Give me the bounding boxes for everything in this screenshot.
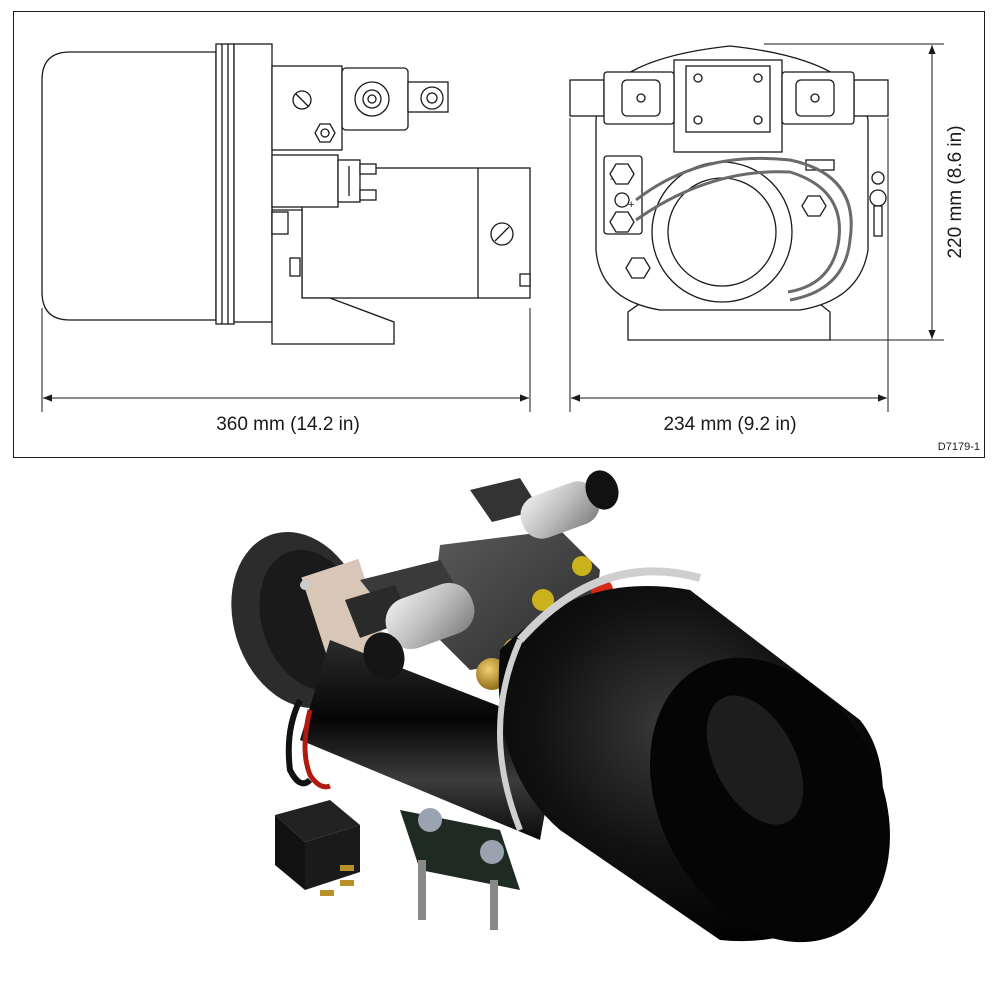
relay-block bbox=[271, 154, 339, 208]
height-dimension-label: 220 mm (8.6 in) bbox=[945, 125, 966, 258]
relay-terminal bbox=[340, 880, 354, 886]
terminal-minus-label: - bbox=[610, 173, 614, 185]
end-view-wires bbox=[635, 156, 853, 302]
pump-unit-render bbox=[231, 470, 890, 943]
top-solenoid-coil bbox=[520, 481, 600, 539]
motor-wire-black bbox=[285, 698, 313, 787]
width-dimension-label: 234 mm (9.2 in) bbox=[663, 414, 796, 435]
dimension-drawing: - + 360 mm (14.2 in) 234 mm (9.2 in) 220… bbox=[41, 43, 980, 453]
front-solenoid-coil bbox=[385, 582, 475, 650]
left-solenoid bbox=[569, 79, 605, 117]
relay-terminal bbox=[320, 890, 334, 896]
right-solenoid bbox=[853, 79, 889, 117]
drawing-reference-number: D7179-1 bbox=[938, 441, 980, 453]
top-solenoid-knob bbox=[585, 470, 619, 510]
relay-terminal bbox=[340, 865, 354, 871]
bracket-nut bbox=[418, 808, 442, 832]
reservoir-outline bbox=[41, 51, 217, 321]
length-dimension-label: 360 mm (14.2 in) bbox=[216, 414, 360, 435]
front-solenoid-knob bbox=[363, 632, 405, 680]
relay-body bbox=[275, 815, 305, 890]
end-view bbox=[569, 45, 889, 341]
mount-bracket bbox=[271, 209, 395, 345]
dimension-lines bbox=[41, 43, 944, 412]
bracket-nut bbox=[480, 840, 504, 864]
motor-wire-red bbox=[302, 709, 331, 790]
pump-flange bbox=[233, 43, 273, 323]
reservoir-clamp bbox=[517, 567, 702, 643]
yellow-cap bbox=[572, 556, 592, 576]
side-view bbox=[41, 43, 531, 345]
relay-top bbox=[275, 800, 360, 842]
housing-bolt bbox=[801, 195, 827, 217]
motor-body bbox=[300, 640, 560, 840]
clamp-band bbox=[215, 43, 235, 325]
yellow-cap bbox=[532, 589, 554, 611]
housing-bolt bbox=[625, 257, 651, 279]
terminal-plus-label: + bbox=[628, 199, 634, 211]
